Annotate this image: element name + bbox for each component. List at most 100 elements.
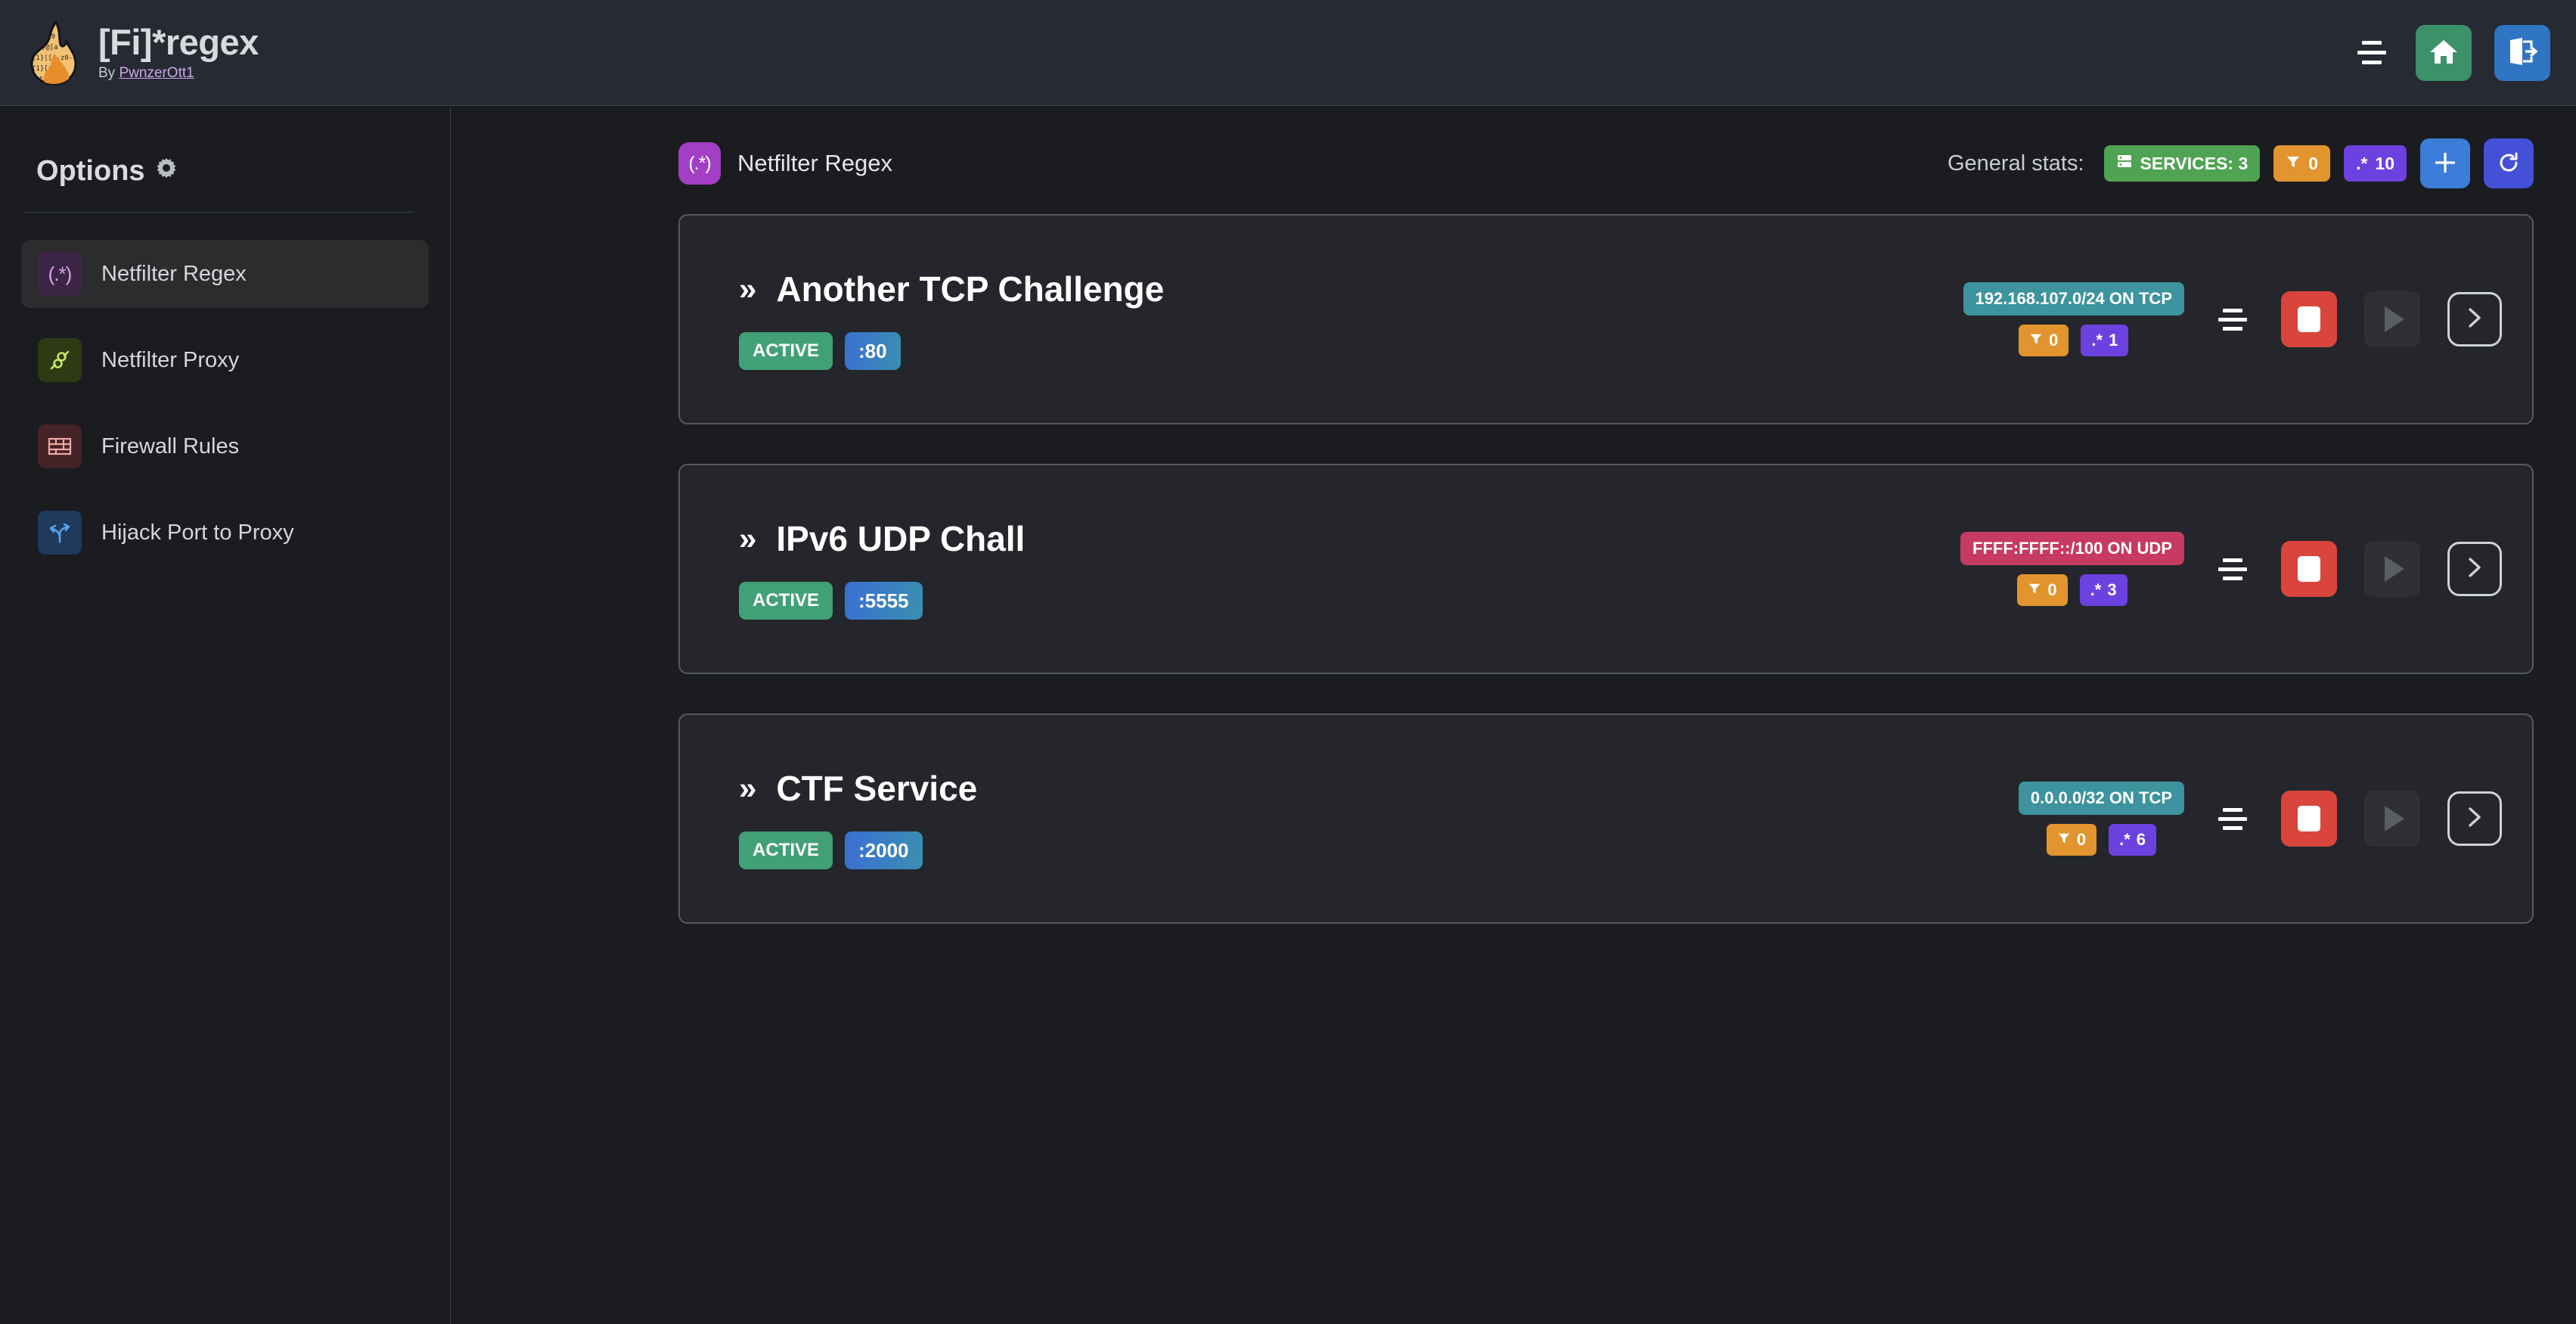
hamburger-icon[interactable] — [2211, 797, 2254, 840]
hamburger-icon[interactable] — [2351, 32, 2393, 74]
network-info: 0.0.0.0/32 ON TCP 0 .* 6 — [2018, 782, 2184, 856]
filter-count: 0 — [2308, 153, 2319, 173]
hamburger-icon[interactable] — [2211, 298, 2254, 340]
status-badge-regexes: .* 10 — [2344, 145, 2407, 182]
logout-button[interactable] — [2494, 24, 2550, 81]
regex-count: 10 — [2375, 153, 2394, 173]
counters: 0 .* 6 — [2046, 824, 2157, 856]
regex-glyph-icon: .* — [2356, 153, 2368, 173]
port-badge: :5555 — [845, 582, 923, 620]
flame-regex-logo: -z0-9 20}@[a {1}|[a-z0-9] {1}[a-z] .*+? — [26, 19, 82, 85]
regex-glyph: (.*) — [688, 152, 711, 174]
open-service-button[interactable] — [2447, 292, 2502, 347]
status-badge-filters: 0 — [2273, 145, 2331, 182]
svg-text:.*+?: .*+? — [35, 76, 51, 83]
play-icon — [2384, 556, 2404, 582]
sidebar-item-netfilter-regex[interactable]: (.*) Netfilter Regex — [21, 240, 429, 308]
brand: -z0-9 20}@[a {1}|[a-z0-9] {1}[a-z] .*+? … — [26, 19, 259, 85]
service-title: » CTF Service — [739, 768, 977, 809]
sidebar-item-hijack-port-to-proxy[interactable]: Hijack Port to Proxy — [21, 499, 429, 567]
service-info: » IPv6 UDP Chall ACTIVE :5555 — [739, 518, 1025, 620]
regex-count: 1 — [2109, 331, 2118, 350]
service-name: IPv6 UDP Chall — [776, 519, 1026, 558]
status-badge: ACTIVE — [739, 332, 833, 370]
sidebar-nav: (.*) Netfilter Regex Netfilter Proxy — [0, 240, 450, 567]
regex-counter: .* 6 — [2109, 824, 2157, 856]
svg-text:20}@[a: 20}@[a — [33, 44, 58, 51]
service-info: » CTF Service ACTIVE :2000 — [739, 768, 977, 869]
filter-counter: 0 — [2017, 574, 2068, 606]
app-title: [Fi]*regex — [98, 22, 259, 63]
network-info: 192.168.107.0/24 ON TCP 0 .* 1 — [1963, 282, 2184, 356]
filter-counter: 0 — [2046, 824, 2097, 856]
stats-label: General stats: — [1947, 151, 2084, 176]
sidebar-item-label: Firewall Rules — [101, 434, 240, 458]
app-byline: By PwnzerOtt1 — [98, 65, 259, 82]
network-badge: 192.168.107.0/24 ON TCP — [1963, 282, 2184, 315]
stop-button[interactable] — [2281, 541, 2337, 597]
add-service-button[interactable] — [2420, 138, 2470, 188]
service-badges: ACTIVE :80 — [739, 332, 1164, 370]
counters: 0 .* 1 — [2019, 325, 2129, 356]
page-title: Netfilter Regex — [737, 150, 893, 176]
service-title: » IPv6 UDP Chall — [739, 518, 1025, 559]
service-actions: 0.0.0.0/32 ON TCP 0 .* 6 — [2018, 782, 2502, 856]
sidebar-title-text: Options — [36, 155, 145, 187]
service-card[interactable]: » CTF Service ACTIVE :2000 0.0.0.0/32 ON… — [678, 713, 2534, 924]
service-list: » Another TCP Challenge ACTIVE :80 192.1… — [452, 188, 2576, 924]
counters: 0 .* 3 — [2017, 574, 2128, 606]
play-button[interactable] — [2364, 541, 2420, 597]
chevron-right-icon — [2463, 555, 2486, 584]
page-header: (.*) Netfilter Regex — [678, 142, 892, 185]
sidebar-item-netfilter-proxy[interactable]: Netfilter Proxy — [21, 326, 429, 394]
author-link[interactable]: PwnzerOtt1 — [119, 64, 194, 81]
hamburger-icon[interactable] — [2211, 548, 2254, 590]
gear-icon[interactable] — [154, 155, 178, 188]
filter-count: 0 — [2047, 580, 2057, 599]
regex-glyph-icon: .* — [2091, 331, 2103, 350]
network-badge: FFFF:FFFF::/100 ON UDP — [1960, 532, 2184, 565]
service-title: » Another TCP Challenge — [739, 269, 1164, 309]
play-button[interactable] — [2364, 291, 2420, 347]
stop-button[interactable] — [2281, 791, 2337, 847]
home-button[interactable] — [2416, 24, 2472, 81]
filter-count: 0 — [2076, 830, 2087, 849]
stop-button[interactable] — [2281, 291, 2337, 347]
service-card[interactable]: » Another TCP Challenge ACTIVE :80 192.1… — [678, 214, 2534, 424]
regex-icon: (.*) — [678, 142, 721, 185]
service-name: Another TCP Challenge — [776, 269, 1165, 309]
sidebar: Options (.*) Netfilter Regex — [0, 107, 451, 1324]
sidebar-item-label: Netfilter Proxy — [101, 347, 240, 372]
service-info: » Another TCP Challenge ACTIVE :80 — [739, 269, 1164, 370]
sidebar-item-label: Hijack Port to Proxy — [101, 520, 294, 545]
refresh-button[interactable] — [2484, 138, 2534, 188]
plus-icon — [2432, 150, 2458, 178]
double-chevron-icon: » — [739, 521, 757, 556]
network-badge: 0.0.0.0/32 ON TCP — [2018, 782, 2184, 815]
open-service-button[interactable] — [2447, 542, 2502, 596]
stop-icon — [2298, 806, 2320, 831]
stop-icon — [2298, 556, 2320, 582]
logout-icon — [2507, 37, 2538, 68]
service-name: CTF Service — [776, 769, 978, 808]
sidebar-title: Options — [36, 155, 450, 188]
double-chevron-icon: » — [739, 770, 757, 806]
open-service-button[interactable] — [2447, 791, 2502, 846]
play-button[interactable] — [2364, 791, 2420, 847]
service-badges: ACTIVE :2000 — [739, 831, 977, 869]
regex-icon: (.*) — [38, 252, 82, 296]
by-prefix: By — [98, 64, 119, 81]
double-chevron-icon: » — [739, 271, 757, 306]
status-badge: ACTIVE — [739, 582, 833, 620]
sidebar-item-firewall-rules[interactable]: Firewall Rules — [21, 412, 429, 480]
chevron-right-icon — [2463, 804, 2486, 834]
main-content: (.*) Netfilter Regex General stats: SERV… — [452, 107, 2576, 1324]
server-icon — [2116, 153, 2133, 174]
app-header: -z0-9 20}@[a {1}|[a-z0-9] {1}[a-z] .*+? … — [0, 0, 2576, 106]
service-card[interactable]: » IPv6 UDP Chall ACTIVE :5555 FFFF:FFFF:… — [678, 464, 2534, 674]
svg-text:{1}[a-z]: {1}[a-z] — [32, 65, 64, 73]
header-actions — [2351, 24, 2550, 81]
filter-count: 0 — [2049, 331, 2059, 350]
general-stats: General stats: SERVICES: 3 0 — [1948, 138, 2534, 188]
network-info: FFFF:FFFF::/100 ON UDP 0 .* 3 — [1960, 532, 2184, 606]
